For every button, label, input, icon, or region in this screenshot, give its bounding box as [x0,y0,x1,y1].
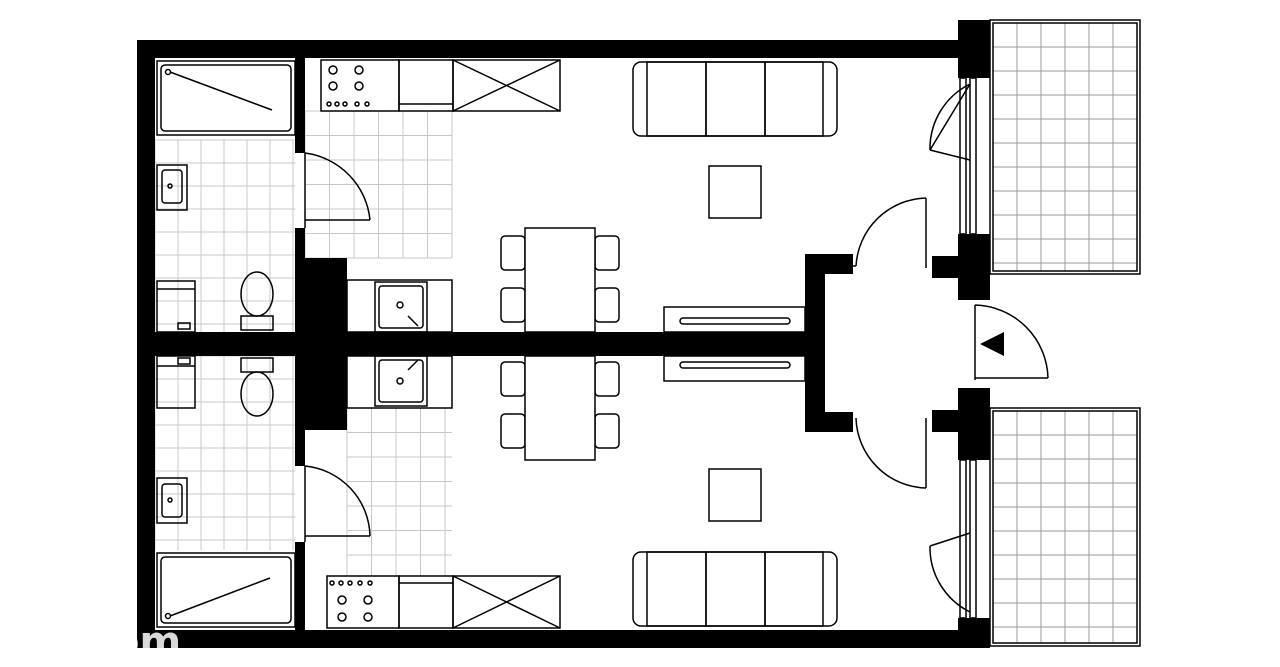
living-door-lower [855,417,927,489]
entrance-door [974,304,1049,380]
tv-unit-upper [663,306,806,333]
balcony-door-lower [929,459,977,619]
living-door-upper [853,197,927,268]
bathtub-upper [156,60,296,136]
balcony-lower-inner [992,410,1138,644]
counter-upper [398,59,561,112]
walls [137,20,990,648]
bathroom-door-lower [304,465,371,542]
kitchen-sink-lower [346,355,453,409]
bathroom-tiles-upper [154,139,295,332]
tv-unit-lower [663,355,806,382]
kitchen-sink-upper [346,279,453,333]
toilet-lower [240,357,274,417]
toilet-upper [240,271,274,331]
balcony-upper-inner [992,22,1138,272]
balcony-upper [989,19,1141,275]
watermark: om [112,619,182,665]
washing-machine-upper [156,280,196,333]
kitchen-tiles-upper [304,110,453,259]
kitchen-tiles-lower [346,407,452,576]
bathtub-lower [156,552,296,628]
dining-set-lower [500,355,620,461]
entrance-arrow-icon [980,332,1004,356]
stove-lower [326,575,400,629]
bathroom-tiles-lower [154,355,295,550]
sofa-lower [632,551,838,627]
sofa-upper [632,61,838,137]
balcony-tiles-upper [992,22,1138,271]
balcony-tiles-lower [992,410,1138,643]
sink-bath-lower [156,477,188,524]
sink-bath-upper [156,164,188,211]
washing-machine-lower [156,355,196,409]
stove-upper [320,59,400,112]
balcony-lower [989,407,1141,647]
coffee-table-lower [708,468,762,522]
balcony-door-upper [929,77,977,235]
dining-set-upper [500,227,620,333]
coffee-table-upper [708,165,762,219]
counter-lower [398,575,561,629]
bathroom-door-upper [304,152,371,228]
